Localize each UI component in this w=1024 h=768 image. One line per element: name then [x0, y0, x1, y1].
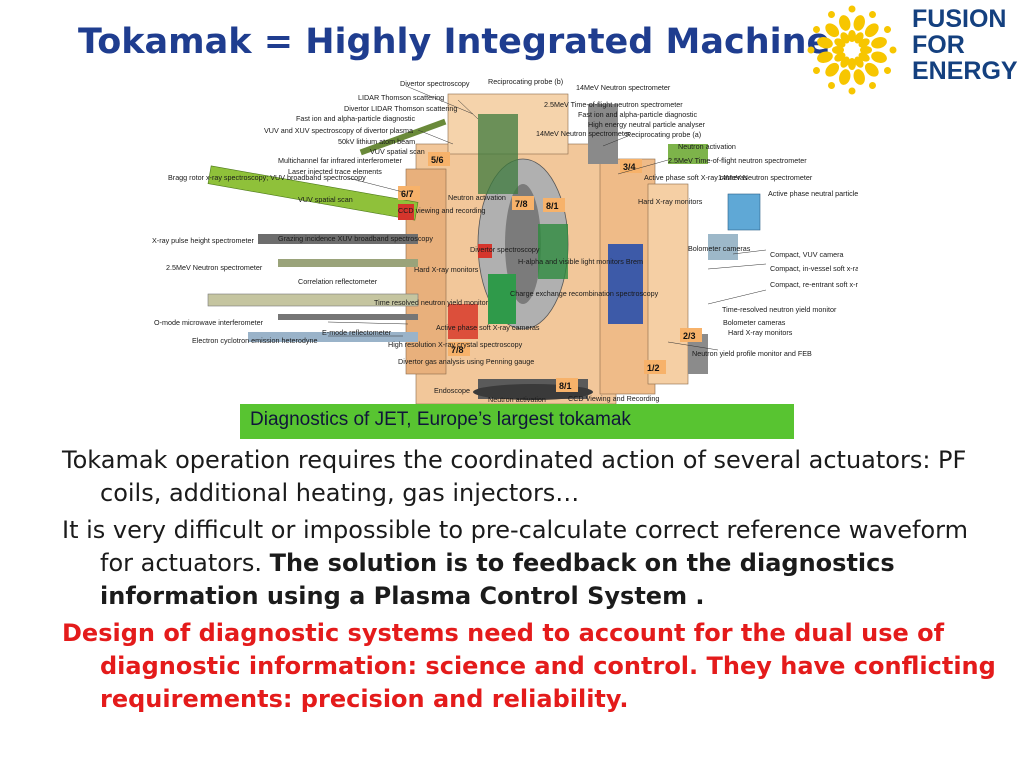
diagnostic-label: VUV and XUV spectroscopy of divertor pla…: [264, 126, 413, 135]
logo-wordmark: FUSION FOR ENERGY: [912, 6, 1018, 84]
slide-body: Tokamak operation requires the coordinat…: [62, 444, 1002, 720]
section-label: 7/8: [451, 345, 464, 355]
diagnostic-label: Compact, in-vessel soft x-ray camera: [770, 264, 858, 273]
diagnostic-label: Fast ion and alpha-particle diagnostic: [578, 110, 697, 119]
paragraph-bold-text: The solution is to feedback on the diagn…: [100, 549, 895, 610]
diagnostic-label: Divertor LIDAR Thomson scattering: [344, 104, 457, 113]
diagnostic-label: Divertor spectroscopy: [470, 245, 540, 254]
section-label: 2/3: [683, 331, 696, 341]
logo-line-for: FOR: [912, 31, 965, 59]
diagnostic-label: Laser injected trace elements: [288, 167, 382, 176]
section-label: 7/8: [515, 199, 528, 209]
diagnostic-label: Electron cyclotron emission heterodyne: [192, 336, 317, 345]
sun-burst-icon: [807, 5, 897, 95]
diagnostic-label: Divertor spectroscopy: [400, 79, 470, 88]
diagnostic-label: 14MeV Neutron spectrometer: [576, 83, 671, 92]
section-label: 6/7: [401, 189, 414, 199]
figure-caption: Diagnostics of JET, Europe’s largest tok…: [240, 404, 794, 439]
diagnostic-label: Neutron activation: [448, 193, 506, 202]
diagnostic-label: Hard X-ray monitors: [638, 197, 703, 206]
diagnostic-label: 2.5MeV Neutron spectrometer: [166, 263, 263, 272]
jet-diagnostics-diagram: 5/6 6/7 7/8 8/1 3/4 2/3 1/2 7/8 8/1: [148, 74, 891, 414]
diagnostic-label: Time resolved neutron yield monitor: [374, 298, 489, 307]
diagnostic-label: Multichannel far infrared interferometer: [278, 156, 402, 165]
diagnostic-label: Active phase soft X-ray cameras: [644, 173, 748, 182]
section-label: 5/6: [431, 155, 444, 165]
diagnostic-label: CCD Viewing and Recording: [568, 394, 659, 403]
bullet-paragraph-1: Tokamak operation requires the coordinat…: [62, 444, 1002, 510]
section-label: 1/2: [647, 363, 660, 373]
diagnostic-label: E-mode reflectometer: [322, 328, 392, 337]
diagnostic-label: Active phase neutral particle analyser: [768, 189, 858, 198]
diagnostic-label: Bolometer cameras: [688, 244, 751, 253]
diagnostic-label: Endoscope: [434, 386, 470, 395]
diagnostic-label: Active phase soft X-ray cameras: [436, 323, 540, 332]
diagnostic-label: CCD viewing and recording: [398, 206, 486, 215]
diagnostic-label: Fast ion and alpha-particle diagnostic: [296, 114, 415, 123]
diagnostic-label: Bragg rotor x-ray spectroscopy; VUV broa…: [168, 173, 366, 182]
logo-line-fusion: FUSION: [912, 5, 1007, 33]
slide-title: Tokamak = Highly Integrated Machine: [78, 22, 831, 62]
diagnostic-label: Hard X-ray monitors: [728, 328, 793, 337]
diagnostic-label: 14MeV Neutron spectrometer: [536, 129, 631, 138]
diagnostic-label: Compact, re-entrant soft x-ray camera: [770, 280, 858, 289]
diagnostic-label: Neutron activation: [678, 142, 736, 151]
diagnostic-label: High energy neutral particle analyser: [588, 120, 706, 129]
diagnostic-label: X-ray pulse height spectrometer: [152, 236, 254, 245]
diagnostic-label: H-alpha and visible light monitors Brem: [518, 257, 643, 266]
diagnostic-label: VUV spatial scan: [370, 147, 425, 156]
diagnostic-label: Reciprocating probe (a): [626, 130, 701, 139]
section-label: 8/1: [546, 201, 559, 211]
diagnostic-label: 2.5MeV Time-of-flight neutron spectromet…: [544, 100, 683, 109]
tokamak-body: [405, 93, 689, 405]
paragraph-text: Tokamak operation requires the coordinat…: [62, 446, 967, 507]
diagnostic-label: LIDAR Thomson scattering: [358, 93, 444, 102]
diagnostic-label: Neutron yield profile monitor and FEB: [692, 349, 812, 358]
paragraph-text: It is very difficult or impossible to pr…: [62, 516, 968, 577]
diagnostic-label: Divertor gas analysis using Penning gaug…: [398, 357, 534, 366]
logo-line-energy: ENERGY: [912, 57, 1018, 85]
diagnostic-label: 50kV lithium atom beam: [338, 137, 415, 146]
diagnostic-label: Time-resolved neutron yield monitor: [722, 305, 837, 314]
diagnostic-label: 14MeV Neutron spectrometer: [718, 173, 813, 182]
diagnostic-label: Grazing incidence XUV broadband spectros…: [278, 234, 433, 243]
diagnostic-label: O-mode microwave interferometer: [154, 318, 264, 327]
diagnostic-label: Neutron activation: [488, 395, 546, 404]
diagnostic-label: Charge exchange recombination spectrosco…: [510, 289, 659, 298]
section-label: 3/4: [623, 162, 636, 172]
diagnostic-label: 2.5MeV Time-of-flight neutron spectromet…: [668, 156, 807, 165]
paragraph-text: Design of diagnostic systems need to acc…: [62, 619, 996, 713]
callout-lines: [327, 85, 767, 351]
bullet-paragraph-3: Design of diagnostic systems need to acc…: [62, 617, 1002, 716]
diagnostic-label: Bolometer cameras: [723, 318, 786, 327]
right-units: [668, 144, 761, 374]
diagnostic-label: Correlation reflectometer: [298, 277, 378, 286]
jet-cutaway-illustration: 5/6 6/7 7/8 8/1 3/4 2/3 1/2 7/8 8/1: [152, 77, 891, 405]
section-label: 8/1: [559, 381, 572, 391]
diagnostic-label: Hard X-ray monitors: [414, 265, 479, 274]
bullet-paragraph-2: It is very difficult or impossible to pr…: [62, 514, 1002, 613]
diagnostic-label: Reciprocating probe (b): [488, 77, 563, 86]
section-markers: 5/6 6/7 7/8 8/1 3/4 2/3 1/2 7/8 8/1: [398, 152, 702, 392]
diagnostic-label: VUV spatial scan: [298, 195, 353, 204]
fusion-for-energy-logo: FUSION FOR ENERGY: [800, 2, 1022, 98]
diagnostic-label: High resolution X-ray crystal spectrosco…: [388, 340, 523, 349]
left-beamlines: [207, 118, 492, 342]
diagnostic-label: Compact, VUV camera: [770, 250, 844, 259]
diagnostic-labels: Divertor spectroscopy Reciprocating prob…: [152, 77, 891, 404]
